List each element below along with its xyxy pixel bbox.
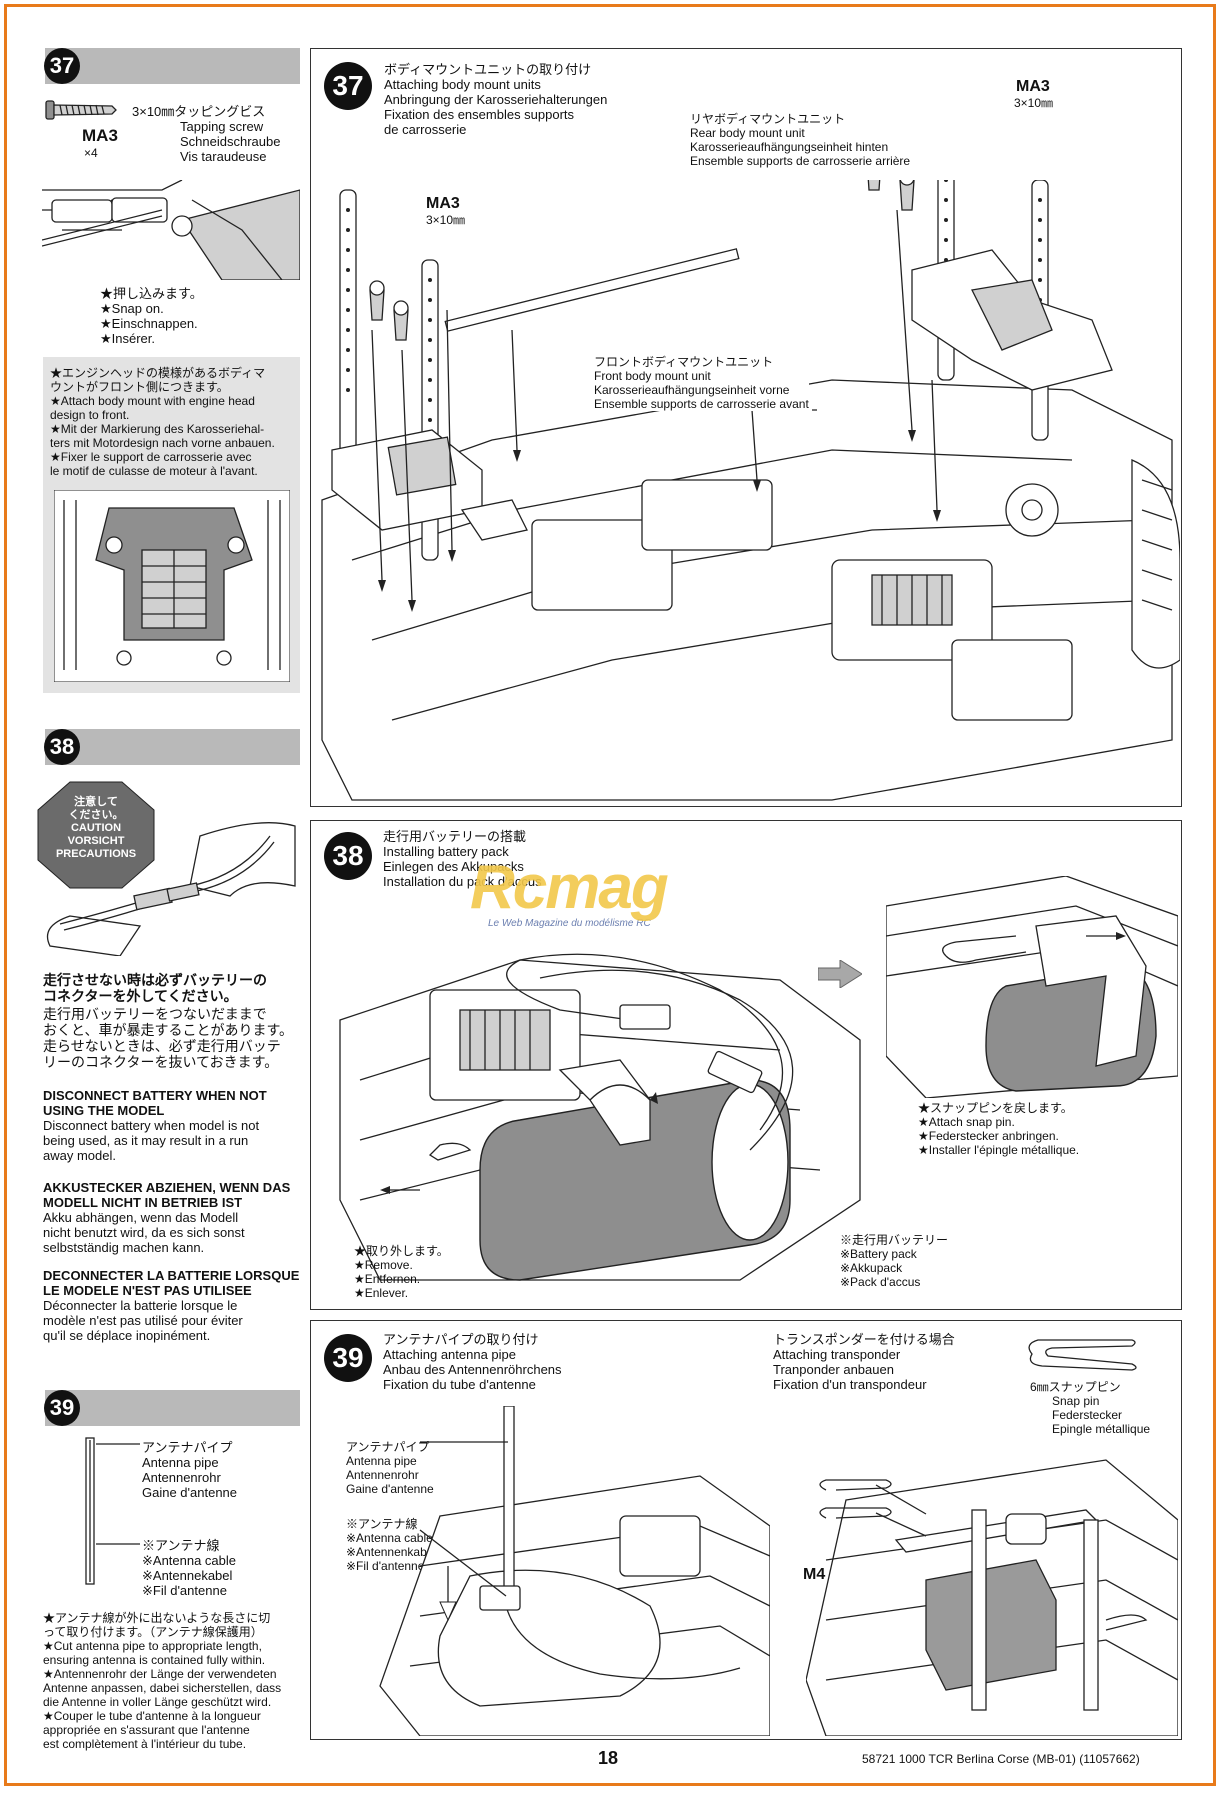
step-39-title: アンテナパイプの取り付け Attaching antenna pipe Anba… <box>383 1332 562 1392</box>
antenna-cut-note: ★アンテナ線が外に出ないような長さに切 って取り付けます。（アンテナ線保護用） … <box>43 1611 282 1751</box>
step-39-antenna-cable-label: ※アンテナ線 ※Antenna cable ※Antennenkabel ※Fi… <box>346 1517 437 1573</box>
antenna-pipe-icon <box>85 1437 95 1585</box>
caution-text: 注意して ください。 CAUTION VORSICHT PRECAUTIONS <box>55 796 137 860</box>
left-antenna-cable-label: ※アンテナ線 ※Antenna cable ※Antennekabel ※Fil… <box>142 1538 237 1598</box>
body-mount-engine-head-illustration <box>54 490 290 682</box>
antenna-leader-lines <box>96 1443 140 1545</box>
step-39-transponder-illustration <box>806 1459 1178 1736</box>
disconnect-warning-jp-bold: 走行させない時は必ずバッテリーの コネクターを外してください。 <box>43 972 267 1004</box>
step-37-ma3-right-size: 3×10㎜ <box>1014 96 1054 110</box>
step-39-panel-badge: 39 <box>324 1334 372 1382</box>
step-37-badge: 37 <box>44 48 80 84</box>
step-37-title: ボディマウントユニットの取り付け Attaching body mount un… <box>384 62 608 137</box>
snap-pin-icon <box>1028 1339 1137 1371</box>
step-39-header-bar <box>45 1390 300 1426</box>
step-37-ma3-right-code: MA3 <box>1016 78 1050 95</box>
step-38-battery-label: ※走行用バッテリー ※Battery pack ※Akkupack ※Pack … <box>840 1233 949 1289</box>
disconnect-warning-fr: DECONNECTER LA BATTERIE LORSQUE LE MODEL… <box>43 1268 300 1343</box>
step-38-battery-illustration <box>339 953 861 1281</box>
page-frame <box>4 4 1216 1786</box>
step-37-panel-badge: 37 <box>324 62 372 110</box>
disconnect-warning-en: DISCONNECT BATTERY WHEN NOT USING THE MO… <box>43 1088 267 1163</box>
step-39-antenna-illustration <box>379 1406 770 1736</box>
rear-body-mount-label: リヤボディマウントユニット Rear body mount unit Karos… <box>690 112 911 168</box>
step-37-ma3-left-size: 3×10㎜ <box>426 213 466 227</box>
step-38-header-bar <box>45 729 300 765</box>
step-38-next-arrow-icon <box>818 960 862 988</box>
front-body-mount-label: フロントボディマウントユニット Front body mount unit Ka… <box>594 355 809 411</box>
step-37-header-bar <box>45 48 300 84</box>
step-38-title: 走行用バッテリーの搭載 Installing battery pack Einl… <box>383 829 542 889</box>
snap-pin-label: 6㎜スナップピン Snap pin Federstecker Epingle m… <box>1030 1380 1151 1436</box>
kit-code: 58721 1000 TCR Berlina Corse (MB-01) (11… <box>862 1752 1140 1766</box>
tapping-screw-icon <box>45 100 117 120</box>
step-38-remove-note: ★取り外します。 ★Remove. ★Entfernen. ★Enlever. <box>354 1244 449 1300</box>
disconnect-warning-de: AKKUSTECKER ABZIEHEN, WENN DAS MODELL NI… <box>43 1180 291 1255</box>
step-39-antenna-pipe-label: アンテナパイプ Antenna pipe Antennenrohr Gaine … <box>346 1440 434 1496</box>
caution-octagon-icon <box>37 781 155 889</box>
engine-head-note: ★エンジンヘッドの模様があるボディマ ウントがフロント側につきます。 ★Atta… <box>50 366 275 478</box>
step-37-ma3-left-code: MA3 <box>426 195 460 212</box>
left-antenna-pipe-label: アンテナパイプ Antenna pipe Antennenrohr Gaine … <box>142 1440 238 1500</box>
step-38-panel-badge: 38 <box>324 832 372 880</box>
step-38-snap-pin-note: ★スナップピンを戻します。 ★Attach snap pin. ★Federst… <box>918 1101 1080 1157</box>
step-39-m4-label: M4 <box>803 1566 826 1583</box>
rcmag-watermark: Rcmag Le Web Magazine du modélisme RC <box>470 853 669 930</box>
disconnect-connector-illustration <box>46 822 296 956</box>
snap-on-note: ★押し込みます。 ★Snap on. ★Einschnappen. ★Insér… <box>100 286 203 346</box>
step-38-snap-pin-detail-illustration <box>886 876 1178 1098</box>
screw-code: MA3 <box>82 126 118 145</box>
screw-qty: ×4 <box>84 146 98 160</box>
step-39-transponder-title: トランスポンダーを付ける場合 Attaching transponder Tra… <box>773 1332 955 1392</box>
snap-on-illustration <box>42 180 300 280</box>
step-39-badge: 39 <box>44 1390 80 1426</box>
step-37-assembly-illustration <box>321 180 1180 801</box>
page-number: 18 <box>598 1748 619 1768</box>
screw-description: 3×10㎜タッピングビス Tapping screw Schneidschrau… <box>132 104 281 164</box>
step-38-badge: 38 <box>44 729 80 765</box>
disconnect-warning-jp: 走行用バッテリーをつないだままで おくと、車が暴走することがあります。 走らせな… <box>43 1006 294 1070</box>
